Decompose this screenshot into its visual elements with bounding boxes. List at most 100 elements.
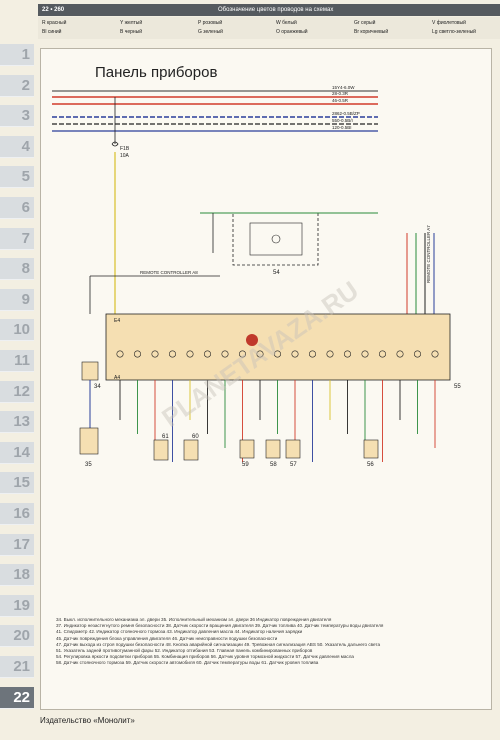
component-number: 58 <box>270 462 277 468</box>
indicator-lamp <box>291 350 299 358</box>
bus-label: 28-0.3R <box>332 91 349 96</box>
chapter-tab-13[interactable]: 13 <box>0 411 34 434</box>
wiring-diagram: 15Y4-6.0W 28-0.3R 46-0.5R 2862-0.5B/ZP 5… <box>52 85 461 468</box>
indicator-lamp <box>169 350 177 358</box>
indicator-lamp <box>378 350 386 358</box>
component-number: 59 <box>242 462 249 468</box>
chapter-tab-2[interactable]: 2 <box>0 74 34 97</box>
legend-entry: R красный <box>42 20 67 26</box>
chapter-tab-4[interactable]: 4 <box>0 135 34 158</box>
diagram-title: Панель приборов <box>95 64 218 81</box>
indicator-lamp <box>134 350 142 358</box>
chapter-tab-9[interactable]: 9 <box>0 288 34 311</box>
component-number: 35 <box>85 462 92 468</box>
component-number: 61 <box>162 434 169 440</box>
publisher-footer: Издательство «Монолит» <box>40 716 135 725</box>
indicator-lamp <box>396 350 404 358</box>
indicator-lamp <box>274 350 282 358</box>
relay-number: 54 <box>273 270 280 276</box>
indicator-lamp <box>343 350 351 358</box>
fuse-label: F1B <box>120 146 130 152</box>
component-number: 34 <box>94 384 101 390</box>
indicator-lamp <box>431 350 439 358</box>
legend-entry: G зеленый <box>198 29 223 35</box>
controller-label-right: REMOTE CONTROLLER A7 <box>426 225 431 283</box>
indicator-lamp <box>308 350 316 358</box>
chapter-tab-11[interactable]: 11 <box>0 350 34 372</box>
bus-label: 15Y4-6.0W <box>332 85 355 90</box>
note-line: 58. Датчик стояночного тормоза 59. Датчи… <box>56 660 319 666</box>
speed-sensor <box>239 439 255 459</box>
brake-fluid-sensor <box>363 439 379 459</box>
legend-entry: Lg светло-зеленый <box>432 29 476 35</box>
chapter-tab-3[interactable]: 3 <box>0 105 34 128</box>
warning-indicator <box>246 334 258 346</box>
chapter-tab-8[interactable]: 8 <box>0 258 34 281</box>
component-number: 57 <box>290 462 297 468</box>
indicator-lamp <box>204 350 212 358</box>
fuse-symbol <box>111 141 119 147</box>
instrument-cluster-box <box>105 313 451 381</box>
legend-entry: P розовый <box>198 20 223 26</box>
chapter-tab-7[interactable]: 7 <box>0 227 34 250</box>
indicator-lamp <box>186 350 194 358</box>
page-header-bar: 22 • 260 Обозначение цветов проводов на … <box>38 4 500 16</box>
fuse-amperage: 10A <box>120 153 130 159</box>
chapter-tab-12[interactable]: 12 <box>0 380 34 403</box>
indicator-lamp <box>256 350 264 358</box>
chapter-tab-19[interactable]: 19 <box>0 594 34 617</box>
component-notes: 34. Выкл. исполнительного механизма эл. … <box>56 617 476 667</box>
bus-label: 46-0.5R <box>332 98 349 103</box>
parking-brake-sensor <box>265 439 281 459</box>
indicator-lamp <box>151 350 159 358</box>
bus-label: 550-0.5B/I <box>332 118 353 123</box>
indicator-lamp <box>326 350 334 358</box>
fuel-level-sensor <box>153 439 169 461</box>
door-actuator-box <box>79 427 99 455</box>
legend-entry: B черный <box>120 29 143 35</box>
indicator-lamp <box>413 350 421 358</box>
note-line: 51. Указатель задней противотуманной фар… <box>56 648 313 654</box>
wire-color-caption: Обозначение цветов проводов на схемах <box>218 7 334 13</box>
legend-entry: Y желтый <box>120 20 143 26</box>
legend-entry: W белый <box>276 20 297 26</box>
indicator-lamp-row <box>116 350 439 358</box>
chapter-tab-6[interactable]: 6 <box>0 197 34 219</box>
door-switch-box <box>81 361 99 381</box>
cluster-top-label: E4 <box>114 318 120 324</box>
chapter-tab-17[interactable]: 17 <box>0 533 34 556</box>
bus-label: 120-0.5BI <box>332 125 352 130</box>
wire-color-legend: R красный Y желтый P розовый W белый Gr серы… <box>38 17 500 39</box>
chapter-tab-15[interactable]: 15 <box>0 472 34 495</box>
note-line: 41. Спидометр 42. Индикатор стояночного … <box>56 629 303 635</box>
chapter-tab-14[interactable]: 14 <box>0 441 34 464</box>
bus-label: 2862-0.5B/ZP <box>332 111 360 116</box>
page-number: 22 • 260 <box>42 7 65 13</box>
legend-entry: O оранжевый <box>276 29 308 35</box>
chapter-tab-21[interactable]: 21 <box>0 656 34 678</box>
note-line: 37. Индикатор незастегнутого ремня безоп… <box>56 623 384 629</box>
component-number: 56 <box>367 462 374 468</box>
component-number: 60 <box>192 434 199 440</box>
note-line: 54. Регулировка яркости подсветки прибор… <box>56 654 354 660</box>
chapter-tab-10[interactable]: 10 <box>0 319 34 342</box>
relay-lamp <box>271 234 281 244</box>
chapter-tab-1[interactable]: 1 <box>0 44 34 66</box>
cluster-number: 55 <box>454 384 461 390</box>
chapter-tab-18[interactable]: 18 <box>0 564 34 587</box>
legend-entry: Bl синий <box>42 29 62 35</box>
oil-pressure-sensor <box>285 439 301 459</box>
controller-label: REMOTE CONTROLLER A8 <box>140 270 198 275</box>
legend-entry: Gr серый <box>354 20 376 26</box>
indicator-lamp <box>116 350 124 358</box>
cluster-bottom-label: A4 <box>114 375 120 381</box>
chapter-tab-5[interactable]: 5 <box>0 166 34 189</box>
chapter-tab-16[interactable]: 16 <box>0 503 34 525</box>
chapter-tab-22[interactable]: 22 <box>0 686 34 709</box>
indicator-lamp <box>221 350 229 358</box>
relay-box <box>232 212 319 266</box>
chapter-tab-20[interactable]: 20 <box>0 625 34 648</box>
indicator-lamp <box>239 350 247 358</box>
legend-entry: Br коричневый <box>354 29 389 35</box>
